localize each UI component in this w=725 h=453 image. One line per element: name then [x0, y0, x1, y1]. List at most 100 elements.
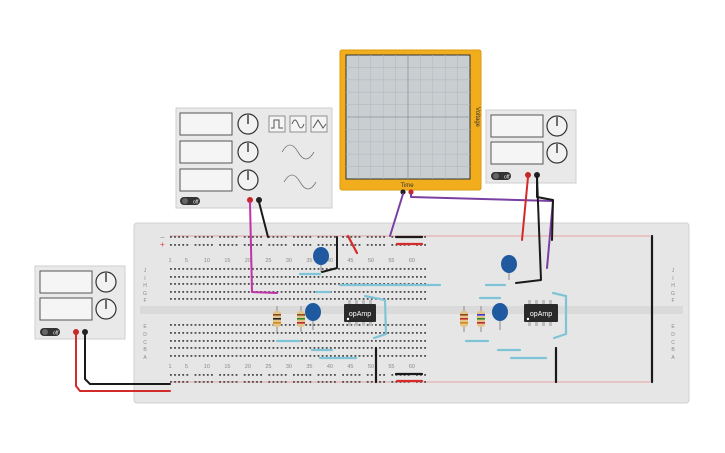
hole[interactable]: [235, 283, 238, 285]
capacitor[interactable]: [313, 247, 329, 272]
hole[interactable]: [342, 355, 344, 357]
hole[interactable]: [247, 291, 250, 293]
hole[interactable]: [280, 268, 283, 270]
hole[interactable]: [174, 236, 176, 238]
hole[interactable]: [223, 374, 226, 376]
hole[interactable]: [272, 268, 275, 270]
hole[interactable]: [325, 268, 328, 270]
hole[interactable]: [219, 283, 221, 285]
hole[interactable]: [420, 332, 422, 334]
hole[interactable]: [395, 291, 398, 293]
hole[interactable]: [243, 291, 246, 293]
hole[interactable]: [354, 332, 357, 334]
hole[interactable]: [329, 332, 332, 334]
hole[interactable]: [194, 236, 197, 238]
hole[interactable]: [424, 355, 426, 357]
hole[interactable]: [346, 355, 349, 357]
hole[interactable]: [346, 381, 349, 383]
hole[interactable]: [334, 355, 336, 357]
hole[interactable]: [420, 276, 422, 278]
hole[interactable]: [424, 340, 426, 342]
hole[interactable]: [366, 347, 369, 349]
hole[interactable]: [280, 291, 283, 293]
hole[interactable]: [194, 291, 197, 293]
hole[interactable]: [293, 268, 295, 270]
hole[interactable]: [243, 276, 246, 278]
fg-amplitude-knob[interactable]: [237, 141, 259, 163]
hole[interactable]: [387, 355, 390, 357]
hole[interactable]: [194, 324, 197, 326]
hole[interactable]: [256, 268, 258, 270]
hole[interactable]: [252, 332, 254, 334]
hole[interactable]: [194, 381, 197, 383]
hole[interactable]: [395, 324, 398, 326]
power-switch[interactable]: off: [180, 197, 200, 206]
hole[interactable]: [297, 374, 299, 376]
hole[interactable]: [407, 298, 410, 300]
hole[interactable]: [227, 291, 230, 293]
hole[interactable]: [297, 236, 299, 238]
hole[interactable]: [190, 324, 193, 326]
hole[interactable]: [211, 324, 213, 326]
hole[interactable]: [293, 283, 295, 285]
hole[interactable]: [178, 374, 180, 376]
hole[interactable]: [379, 340, 381, 342]
hole[interactable]: [293, 324, 295, 326]
hole[interactable]: [379, 332, 381, 334]
hole[interactable]: [239, 324, 242, 326]
hole[interactable]: [247, 332, 250, 334]
hole[interactable]: [297, 355, 299, 357]
wire-black[interactable]: [321, 236, 338, 273]
hole[interactable]: [268, 340, 271, 342]
hole[interactable]: [366, 298, 369, 300]
hole[interactable]: [383, 236, 385, 238]
hole[interactable]: [186, 347, 189, 349]
hole[interactable]: [309, 374, 312, 376]
hole[interactable]: [260, 236, 262, 238]
hole[interactable]: [247, 244, 250, 246]
hole[interactable]: [186, 283, 189, 285]
hole[interactable]: [420, 268, 422, 270]
hole[interactable]: [297, 347, 299, 349]
hole[interactable]: [284, 381, 287, 383]
hole[interactable]: [403, 355, 406, 357]
jumper-wires[interactable]: [275, 272, 568, 360]
hole[interactable]: [313, 283, 316, 285]
hole[interactable]: [370, 244, 373, 246]
hole[interactable]: [354, 347, 357, 349]
function-generator[interactable]: off: [175, 107, 333, 209]
hole[interactable]: [342, 244, 344, 246]
hole[interactable]: [268, 244, 271, 246]
hole[interactable]: [403, 332, 406, 334]
hole[interactable]: [170, 381, 172, 383]
hole[interactable]: [170, 276, 172, 278]
hole[interactable]: [231, 283, 234, 285]
hole[interactable]: [301, 374, 303, 376]
hole[interactable]: [383, 244, 385, 246]
hole[interactable]: [215, 324, 217, 326]
hole[interactable]: [178, 268, 180, 270]
hole[interactable]: [223, 340, 226, 342]
hole[interactable]: [317, 374, 320, 376]
hole[interactable]: [284, 374, 287, 376]
hole[interactable]: [206, 283, 209, 285]
hole[interactable]: [227, 374, 230, 376]
hole[interactable]: [206, 332, 209, 334]
hole[interactable]: [211, 381, 213, 383]
hole[interactable]: [178, 298, 180, 300]
hole[interactable]: [243, 381, 246, 383]
hole[interactable]: [395, 347, 398, 349]
hole[interactable]: [239, 355, 242, 357]
hole[interactable]: [309, 340, 312, 342]
hole[interactable]: [301, 283, 303, 285]
hole[interactable]: [424, 374, 426, 376]
hole[interactable]: [206, 268, 209, 270]
hole[interactable]: [309, 347, 312, 349]
ps-voltage-knob[interactable]: [546, 115, 568, 137]
hole[interactable]: [342, 268, 344, 270]
hole[interactable]: [256, 283, 258, 285]
wire-purple[interactable]: [410, 193, 554, 269]
hole[interactable]: [280, 374, 283, 376]
hole[interactable]: [206, 355, 209, 357]
hole[interactable]: [334, 374, 336, 376]
